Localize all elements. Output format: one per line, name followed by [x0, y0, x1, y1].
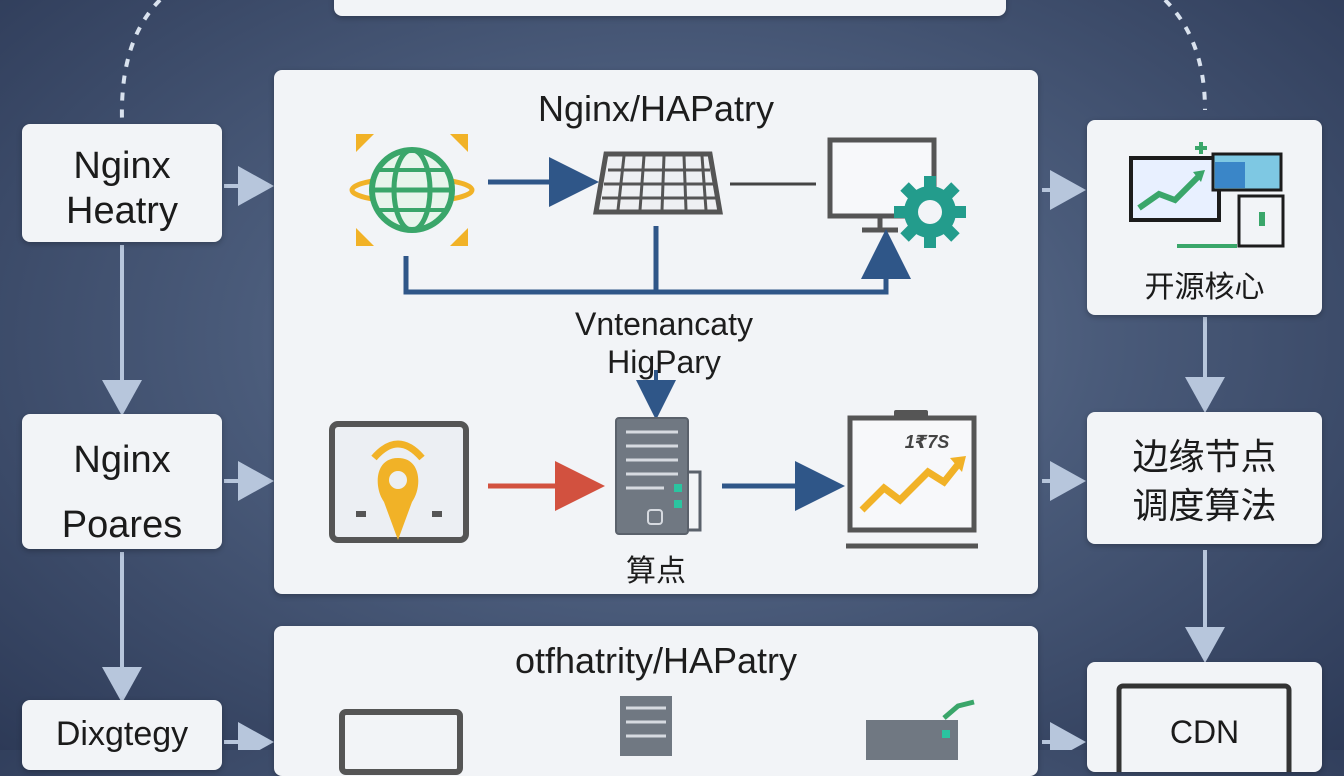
bottom-panel: otfhatrity/HAPatry: [274, 626, 1038, 776]
dashed-arc-right: [1163, 0, 1207, 111]
bottom-network-device-icon: [866, 699, 975, 760]
left-node-3: Dixgtegy: [22, 700, 222, 770]
dashed-arc-left: [119, 0, 162, 121]
left-node-1-line1: Nginx: [73, 145, 171, 187]
globe-icon: [349, 134, 475, 246]
left-node-1: Nginx Heatry: [22, 124, 222, 242]
right-node-3: CDN: [1087, 662, 1322, 772]
right-node-1-label: 开源核心: [1144, 270, 1265, 305]
server-label: 算点: [626, 554, 686, 589]
left-node-3-line1: Dixgtegy: [55, 715, 189, 753]
connector-layer: [102, 0, 1225, 750]
monitor-frame-icon: [1116, 683, 1292, 772]
main-panel-graphics: [329, 134, 978, 549]
server-tower-icon: [615, 417, 702, 535]
right-node-2-line2: 调度算法: [1132, 485, 1277, 527]
main-panel: Nginx/HAPatry: [274, 70, 1038, 594]
location-pin-tablet-icon: [329, 421, 469, 543]
right-node-3-label: CDN: [1169, 714, 1240, 750]
right-node-2: 边缘节点 调度算法: [1087, 412, 1322, 544]
left-node-2-line1: Nginx: [73, 439, 171, 481]
bottom-panel-graphics: [339, 696, 975, 775]
main-panel-mid-label-1: Vntenancaty: [575, 306, 753, 342]
monitor-gear-icon: [827, 137, 966, 248]
left-node-2: Nginx Poares: [22, 414, 222, 549]
left-node-1-line2: Heatry: [66, 189, 178, 232]
left-node-2-line2: Poares: [61, 504, 183, 547]
routing-line-loop: [403, 229, 911, 295]
main-panel-title: Nginx/HAPatry: [537, 88, 775, 129]
right-node-1: 开源核心: [1087, 120, 1322, 315]
top-partial-card: [334, 0, 1006, 16]
bottom-monitor-icon: [339, 709, 463, 775]
chart-label: 1₹7S: [904, 432, 950, 452]
right-node-2-line1: 边缘节点: [1132, 437, 1277, 478]
trend-chart-board-icon: [846, 410, 978, 549]
bottom-panel-title: otfhatrity/HAPatry: [514, 640, 798, 681]
analytics-dashboard-icon: [1129, 142, 1285, 248]
bottom-server-icon: [620, 696, 672, 756]
main-panel-mid-label-2: HigPary: [607, 343, 721, 380]
keyboard-icon: [593, 151, 723, 215]
